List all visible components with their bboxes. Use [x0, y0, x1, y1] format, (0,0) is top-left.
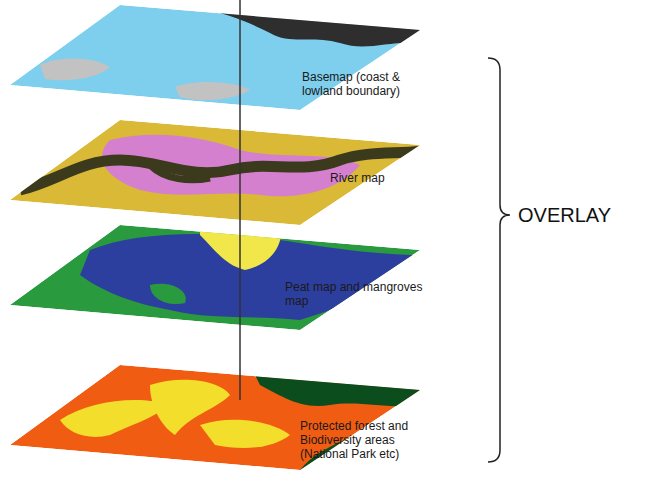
peat-layer	[10, 225, 420, 330]
layer-label: Basemap (coast & lowland boundary)	[302, 70, 432, 98]
layer-label: Peat map and mangroves map	[285, 280, 435, 308]
protected-forest-layer	[10, 365, 430, 475]
axis-line	[239, 0, 241, 400]
overlay-bracket	[488, 58, 510, 462]
overlay-title: OVERLAY	[518, 203, 611, 227]
layer-label: River map	[330, 171, 440, 185]
layer-label: Protected forest and Biodiversity areas …	[300, 419, 430, 461]
